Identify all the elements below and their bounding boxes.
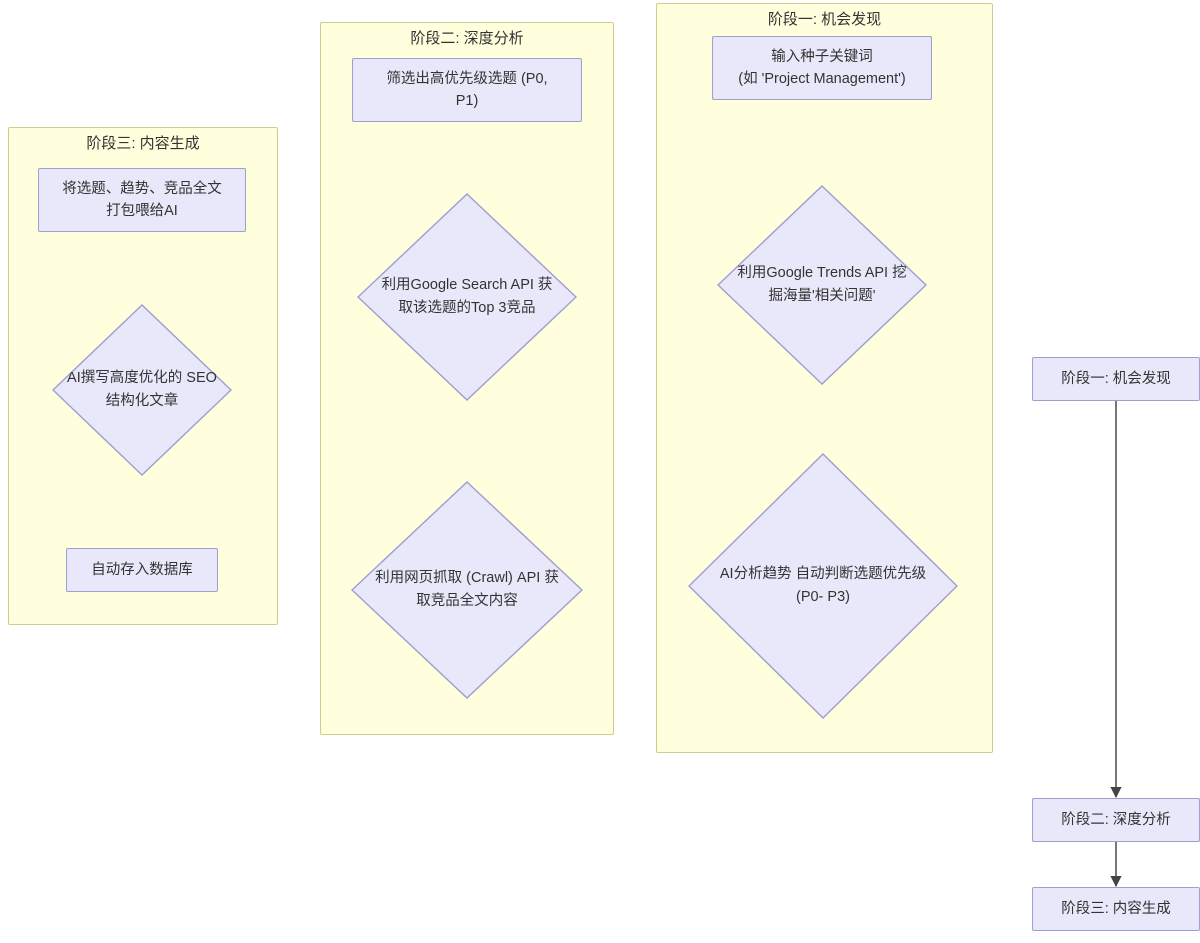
node-b1-label: 筛选出高优先级选题 (P0, P1) [386, 71, 548, 109]
subgraph-phase-one-title: 阶段一: 机会发现 [767, 11, 882, 28]
node-p3-label: 阶段三: 内容生成 [1061, 901, 1171, 917]
node-b1[interactable]: 筛选出高优先级选题 (P0, P1) [352, 58, 582, 122]
node-p2[interactable]: 阶段二: 深度分析 [1032, 798, 1200, 842]
node-b2[interactable]: 利用Google Search API 获取该选题的Top 3竞品 [357, 193, 577, 401]
node-b3[interactable]: 利用网页抓取 (Crawl) API 获取竞品全文内容 [351, 481, 583, 699]
node-a2[interactable]: 利用Google Trends API 挖掘海量'相关问题' [717, 185, 927, 385]
subgraph-phase-three-title: 阶段三: 内容生成 [86, 135, 200, 152]
node-b3-shape [351, 481, 583, 699]
node-c1-label: 将选题、趋势、竞品全文 打包喂给AI [62, 181, 222, 219]
node-p1[interactable]: 阶段一: 机会发现 [1032, 357, 1200, 401]
node-p1-label: 阶段一: 机会发现 [1061, 371, 1171, 387]
node-a3-shape [688, 453, 958, 719]
subgraph-phase-two-title: 阶段二: 深度分析 [410, 30, 524, 47]
node-c2[interactable]: AI撰写高度优化的 SEO结构化文章 [52, 304, 232, 476]
node-c3[interactable]: 自动存入数据库 [66, 548, 218, 592]
node-p3[interactable]: 阶段三: 内容生成 [1032, 887, 1200, 931]
node-c3-label: 自动存入数据库 [91, 562, 193, 578]
node-c2-shape [52, 304, 232, 476]
node-b2-shape [357, 193, 577, 401]
node-p2-label: 阶段二: 深度分析 [1061, 812, 1171, 828]
node-c1[interactable]: 将选题、趋势、竞品全文 打包喂给AI [38, 168, 246, 232]
node-a3[interactable]: AI分析趋势 自动判断选题优先级 (P0- P3) [688, 453, 958, 719]
node-a1[interactable]: 输入种子关键词 (如 'Project Management') [712, 36, 932, 100]
node-a1-label: 输入种子关键词 (如 'Project Management') [738, 49, 906, 87]
node-a2-shape [717, 185, 927, 385]
